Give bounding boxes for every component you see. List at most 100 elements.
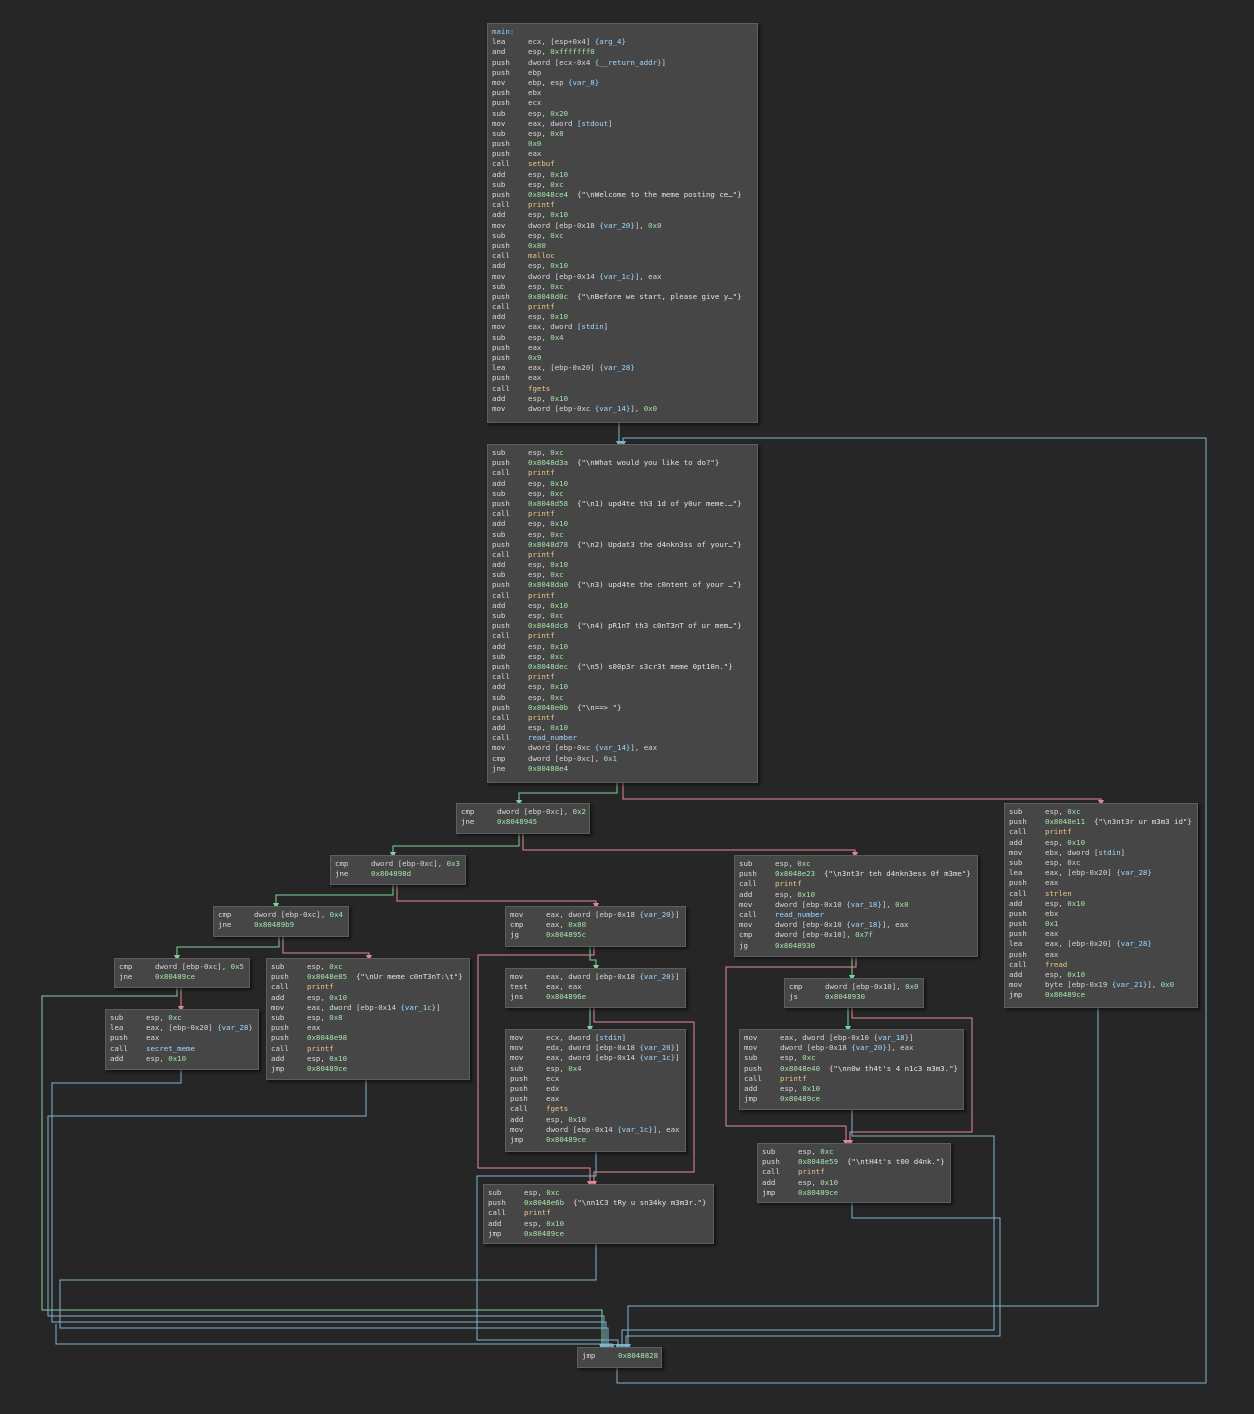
- asm-line[interactable]: jne0x804898d: [335, 869, 465, 879]
- asm-line[interactable]: subesp, 0xc: [110, 1013, 258, 1023]
- asm-line[interactable]: callprintf: [492, 509, 757, 519]
- asm-line[interactable]: push0x8048d3a {"\nWhat would you like to…: [492, 458, 757, 468]
- asm-line[interactable]: addesp, 0x10: [271, 993, 469, 1003]
- asm-line[interactable]: addesp, 0x10: [762, 1178, 950, 1188]
- block-nice-meme[interactable]: moveax, dword [ebp-0x10 {var_18}]movdwor…: [739, 1029, 964, 1110]
- asm-line[interactable]: addesp, 0x10: [492, 560, 757, 570]
- asm-line[interactable]: subesp, 0xc: [488, 1188, 713, 1198]
- asm-line[interactable]: pusheax: [510, 1094, 685, 1104]
- block-cmp-option-3[interactable]: cmpdword [ebp-0xc], 0x3jne0x804898d: [330, 855, 466, 885]
- asm-line[interactable]: pusheax: [492, 149, 757, 159]
- asm-line[interactable]: leaeax, [ebp-0x20] {var_28}: [492, 363, 757, 373]
- asm-line[interactable]: jns0x804896e: [510, 992, 685, 1002]
- asm-line[interactable]: subesp, 0x8: [492, 129, 757, 139]
- asm-line[interactable]: pusheax: [1009, 929, 1197, 939]
- block-check-size-sign[interactable]: moveax, dword [ebp-0x18 {var_20}]testeax…: [505, 968, 686, 1008]
- asm-line[interactable]: push0x8048e98: [271, 1033, 469, 1043]
- asm-line[interactable]: jmp0x80489ce: [271, 1064, 469, 1074]
- asm-line[interactable]: push0x8048d58 {"\n1) upd4te th3 1d of y0…: [492, 499, 757, 509]
- asm-line[interactable]: moveax, dword [ebp-0x14 {var_1c}]: [510, 1053, 685, 1063]
- asm-line[interactable]: push0x8048e85 {"\nUr meme c0nT3nT:\t"}: [271, 972, 469, 982]
- asm-line[interactable]: moveax, dword [stdout]: [492, 119, 757, 129]
- block-update-dankness[interactable]: subesp, 0xcpush0x8048e23 {"\n3nt3r teh d…: [734, 855, 978, 957]
- asm-line[interactable]: addesp, 0x10: [492, 312, 757, 322]
- asm-line[interactable]: push0x9: [492, 353, 757, 363]
- asm-line[interactable]: subesp, 0xc: [271, 962, 469, 972]
- asm-line[interactable]: cmpdword [ebp-0xc], 0x2: [461, 807, 589, 817]
- block-update-content[interactable]: movecx, dword [stdin]movedx, dword [ebp-…: [505, 1029, 686, 1152]
- asm-line[interactable]: callprintf: [492, 468, 757, 478]
- asm-line[interactable]: subesp, 0xc: [739, 859, 977, 869]
- asm-line[interactable]: moveax, dword [ebp-0x18 {var_20}]: [510, 972, 685, 982]
- asm-line[interactable]: addesp, 0x10: [492, 170, 757, 180]
- asm-line[interactable]: push0x8048dc8 {"\n4) pR1nT th3 c0nT3nT o…: [492, 621, 757, 631]
- asm-line[interactable]: pusheax: [1009, 878, 1197, 888]
- asm-line[interactable]: jmp0x80489ce: [488, 1229, 713, 1239]
- asm-line[interactable]: moveax, dword [ebp-0x14 {var_1c}]: [271, 1003, 469, 1013]
- asm-line[interactable]: addesp, 0x10: [492, 723, 757, 733]
- asm-line[interactable]: addesp, 0x10: [510, 1115, 685, 1125]
- asm-line[interactable]: callprintf: [744, 1074, 963, 1084]
- asm-line[interactable]: movdword [ebp-0x10 {var_18}], eax: [739, 920, 977, 930]
- block-update-id[interactable]: subesp, 0xcpush0x8048e11 {"\n3nt3r ur m3…: [1004, 803, 1198, 1008]
- block-secret-meme[interactable]: subesp, 0xcleaeax, [ebp-0x20] {var_28}pu…: [105, 1009, 259, 1070]
- asm-line[interactable]: moveax, dword [stdin]: [492, 322, 757, 332]
- asm-line[interactable]: callprintf: [492, 550, 757, 560]
- asm-line[interactable]: pusheax: [1009, 950, 1197, 960]
- asm-line[interactable]: subesp, 0xc: [492, 693, 757, 703]
- asm-line[interactable]: subesp, 0xc: [492, 570, 757, 580]
- asm-line[interactable]: subesp, 0x4: [492, 333, 757, 343]
- asm-line[interactable]: jne0x80489ce: [119, 972, 249, 982]
- asm-line[interactable]: movdword [ebp-0xc {var_14}], 0x0: [492, 404, 757, 414]
- asm-line[interactable]: callprintf: [762, 1167, 950, 1177]
- asm-line[interactable]: addesp, 0x10: [492, 261, 757, 271]
- asm-line[interactable]: jne0x80489b9: [218, 920, 348, 930]
- asm-line[interactable]: movdword [ebp-0x14 {var_1c}], eax: [510, 1125, 685, 1135]
- asm-line[interactable]: jmp0x80489ce: [1009, 990, 1197, 1000]
- asm-line[interactable]: movdword [ebp-0x10 {var_18}], 0x0: [739, 900, 977, 910]
- asm-line[interactable]: cmpdword [ebp-0xc], 0x5: [119, 962, 249, 972]
- asm-line[interactable]: movdword [ebp-0x18 {var_20}], eax: [744, 1043, 963, 1053]
- asm-line[interactable]: callprintf: [492, 713, 757, 723]
- asm-line[interactable]: movdword [ebp-0x14 {var_1c}], eax: [492, 272, 757, 282]
- asm-line[interactable]: movecx, dword [stdin]: [510, 1033, 685, 1043]
- asm-line[interactable]: addesp, 0x10: [492, 642, 757, 652]
- asm-line[interactable]: callprintf: [271, 1044, 469, 1054]
- asm-line[interactable]: jg0x804895c: [510, 930, 685, 940]
- asm-line[interactable]: addesp, 0x10: [1009, 970, 1197, 980]
- asm-line[interactable]: subesp, 0xc: [492, 530, 757, 540]
- asm-line[interactable]: js0x8048930: [789, 992, 923, 1002]
- asm-line[interactable]: movdword [ebp-0x18 {var_20}], 0x0: [492, 221, 757, 231]
- asm-line[interactable]: callprintf: [739, 879, 977, 889]
- asm-line[interactable]: leaeax, [ebp-0x20] {var_28}: [1009, 868, 1197, 878]
- asm-line[interactable]: addesp, 0x10: [492, 394, 757, 404]
- asm-line[interactable]: callread_number: [492, 733, 757, 743]
- asm-line[interactable]: addesp, 0x10: [739, 890, 977, 900]
- asm-line[interactable]: callprintf: [492, 591, 757, 601]
- asm-line[interactable]: jne0x80488e4: [492, 764, 757, 774]
- asm-line[interactable]: subesp, 0x8: [271, 1013, 469, 1023]
- block-print-content[interactable]: subesp, 0xcpush0x8048e85 {"\nUr meme c0n…: [266, 958, 470, 1080]
- asm-line[interactable]: cmpdword [ebp-0x10], 0x0: [789, 982, 923, 992]
- asm-line[interactable]: callsetbuf: [492, 159, 757, 169]
- asm-line[interactable]: pushebx: [1009, 909, 1197, 919]
- asm-line[interactable]: leaeax, [ebp-0x20] {var_28}: [1009, 939, 1197, 949]
- asm-line[interactable]: subesp, 0xc: [492, 282, 757, 292]
- asm-line[interactable]: cmpdword [ebp-0x10], 0x7f: [739, 930, 977, 940]
- block-main[interactable]: main:leaecx, [esp+0x4] {arg_4}andesp, 0x…: [487, 23, 758, 423]
- asm-line[interactable]: push0x8048d0c {"\nBefore we start, pleas…: [492, 292, 757, 302]
- asm-line[interactable]: push0x8048da0 {"\n3) upd4te the c0ntent …: [492, 580, 757, 590]
- asm-line[interactable]: addesp, 0x10: [492, 210, 757, 220]
- block-check-dankness-sign[interactable]: cmpdword [ebp-0x10], 0x0js0x8048930: [784, 978, 924, 1008]
- asm-line[interactable]: callprintf: [492, 200, 757, 210]
- asm-line[interactable]: callfgets: [510, 1104, 685, 1114]
- asm-line[interactable]: pusheax: [110, 1033, 258, 1043]
- block-check-size-max[interactable]: moveax, dword [ebp-0x18 {var_20}]cmpeax,…: [505, 906, 686, 947]
- asm-line[interactable]: push0x8048dec {"\n5) s00p3r s3cr3t meme …: [492, 662, 757, 672]
- asm-line[interactable]: callfread: [1009, 960, 1197, 970]
- asm-line[interactable]: callmalloc: [492, 251, 757, 261]
- asm-line[interactable]: callprintf: [492, 672, 757, 682]
- asm-line[interactable]: push0x1: [1009, 919, 1197, 929]
- asm-line[interactable]: push0x80: [492, 241, 757, 251]
- asm-line[interactable]: subesp, 0xc: [492, 180, 757, 190]
